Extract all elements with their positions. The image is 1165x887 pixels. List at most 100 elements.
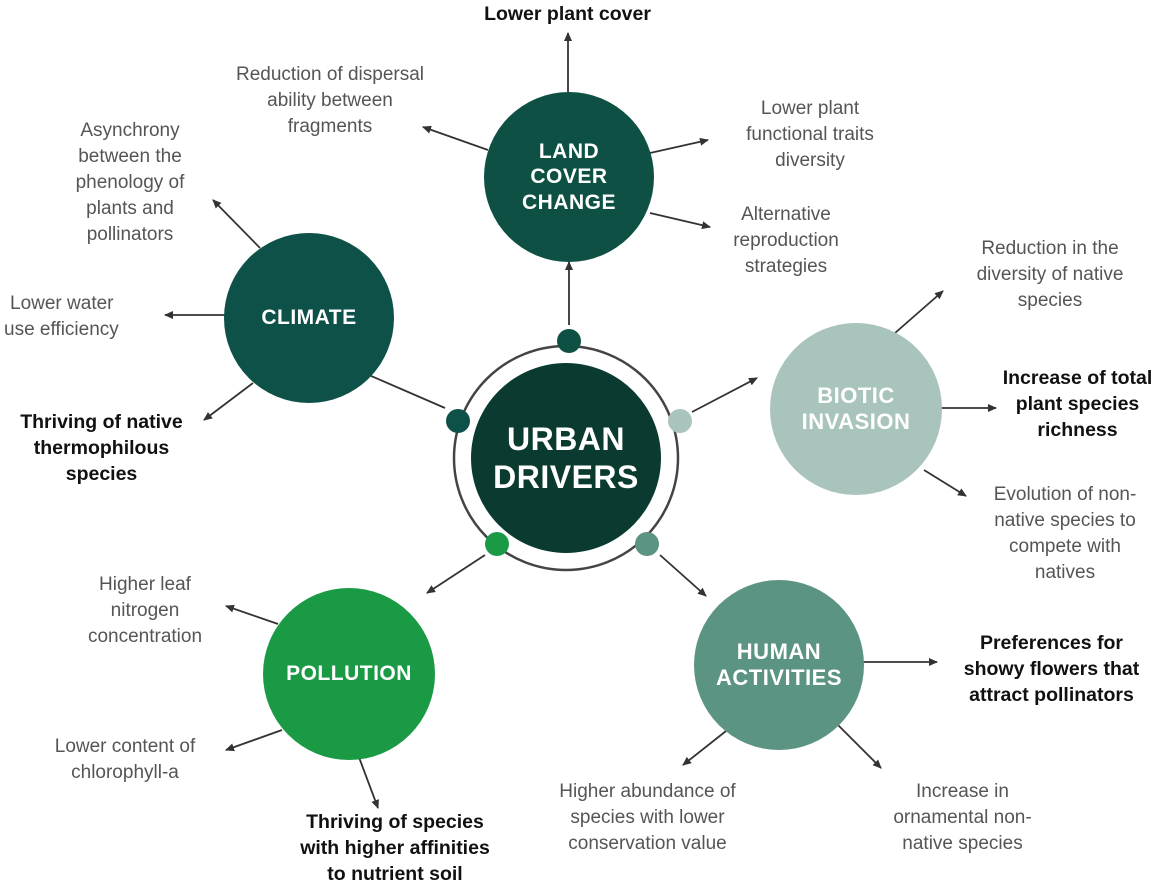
- dot-biotic: [668, 409, 692, 433]
- effect-line: Lower water: [10, 293, 114, 314]
- arrow-nutrient-soil: [356, 751, 379, 809]
- effect-leaf-nitrogen: Higher leaf nitrogen concentration: [65, 572, 225, 650]
- effect-functional-traits: Lower plant functional traits diversity: [720, 96, 900, 174]
- effect-line: Asynchrony: [80, 120, 180, 141]
- effect-line: native species to: [994, 510, 1136, 531]
- effect-text: Lower plant cover: [484, 3, 651, 25]
- effect-line: Reduction of dispersal: [236, 64, 424, 85]
- effect-line: reproduction: [733, 230, 839, 251]
- effect-line: richness: [1037, 419, 1118, 441]
- effect-nutrient-soil: Thriving of species with higher affiniti…: [280, 809, 510, 887]
- dot-climate: [446, 409, 470, 433]
- effect-line: Higher leaf: [99, 574, 191, 595]
- effect-line: Thriving of species: [306, 811, 484, 833]
- effect-line: species with lower: [570, 807, 725, 828]
- effect-line: use efficiency: [4, 319, 119, 340]
- land-cover-line1: LAND: [538, 140, 600, 164]
- effect-native-diversity: Reduction in the diversity of native spe…: [945, 236, 1155, 314]
- effect-line: plants and: [86, 198, 174, 219]
- effect-line: natives: [1034, 562, 1096, 583]
- effect-line: conservation value: [568, 833, 727, 854]
- effect-line: attract pollinators: [969, 684, 1134, 706]
- effect-line: Preferences for: [979, 632, 1124, 654]
- arrow-center-to-biotic: [691, 377, 758, 413]
- effect-line: Higher abundance of: [559, 781, 736, 802]
- biotic-line2: INVASION: [801, 409, 911, 434]
- effect-line: ornamental non-: [893, 807, 1032, 828]
- driver-pollution: POLLUTION: [263, 588, 435, 760]
- effect-evolution: Evolution of non- native species to comp…: [970, 482, 1160, 586]
- climate-label: CLIMATE: [261, 306, 357, 330]
- effect-line: Increase of total: [1002, 367, 1153, 389]
- arrow-center-to-pollution: [426, 554, 486, 594]
- effect-water-use: Lower water use efficiency: [4, 291, 164, 343]
- effect-conservation: Higher abundance of species with lower c…: [530, 779, 765, 857]
- arrow-leaf-nitrogen: [225, 604, 279, 625]
- dot-pollution: [485, 532, 509, 556]
- biotic-line1: BIOTIC: [817, 382, 895, 408]
- effect-line: Evolution of non-: [993, 484, 1137, 505]
- effect-line: phenology of: [75, 172, 185, 193]
- effect-ornamental: Increase in ornamental non- native speci…: [870, 779, 1055, 857]
- effect-line: fragments: [287, 116, 373, 137]
- land-cover-line3: CHANGE: [521, 190, 616, 214]
- effect-line: native species: [902, 833, 1023, 854]
- effect-line: between the: [78, 146, 182, 167]
- effect-lower-plant-cover: Lower plant cover: [460, 1, 675, 27]
- effect-line: species: [1017, 290, 1083, 311]
- arrow-evolution: [923, 469, 967, 497]
- effect-line: pollinators: [86, 224, 174, 245]
- effect-line: with higher affinities: [300, 837, 490, 859]
- effect-line: chlorophyll-a: [71, 762, 179, 783]
- center-title-line2: DRIVERS: [493, 459, 639, 495]
- effect-line: showy flowers that: [963, 658, 1140, 680]
- arrow-thermophilous: [203, 382, 254, 421]
- effect-line: Increase in: [916, 781, 1009, 802]
- effect-line: diversity: [775, 150, 845, 171]
- effect-line: to nutrient soil: [327, 863, 463, 885]
- driver-biotic-invasion: BIOTIC INVASION: [770, 323, 942, 495]
- driver-land-cover-change: LAND COVER CHANGE: [484, 92, 654, 262]
- effect-line: strategies: [744, 256, 828, 277]
- effect-line: nitrogen: [110, 600, 180, 621]
- effect-line: Lower content of: [54, 736, 196, 757]
- driver-human-activities: HUMAN ACTIVITIES: [694, 580, 864, 750]
- human-line2: ACTIVITIES: [715, 665, 842, 690]
- driver-climate: CLIMATE: [224, 233, 394, 403]
- effect-line: diversity of native: [976, 264, 1124, 285]
- effect-line: functional traits: [746, 124, 874, 145]
- effect-line: Reduction in the: [981, 238, 1119, 259]
- arrow-alt-reproduction: [649, 212, 711, 230]
- effect-line: plant species: [1015, 393, 1140, 415]
- dot-human: [635, 532, 659, 556]
- effect-line: compete with: [1009, 536, 1121, 557]
- effect-line: ability between: [267, 90, 393, 111]
- effect-line: Lower plant: [760, 98, 860, 119]
- dot-land-cover: [557, 329, 581, 353]
- land-cover-line2: COVER: [530, 165, 608, 189]
- effect-line: Alternative: [741, 204, 831, 225]
- arrow-ornamental: [832, 719, 882, 769]
- effect-showy-flowers: Preferences for showy flowers that attra…: [944, 630, 1159, 708]
- effect-line: species: [65, 463, 138, 485]
- effect-dispersal: Reduction of dispersal ability between f…: [205, 62, 455, 140]
- arrow-center-to-climate: [361, 371, 446, 409]
- arrow-functional-traits: [649, 137, 709, 154]
- effect-line: thermophilous: [33, 437, 170, 459]
- center-circle-urban-drivers: URBAN DRIVERS: [471, 363, 661, 553]
- effect-thermophilous: Thriving of native thermophilous species: [4, 409, 199, 487]
- arrow-asynchrony: [212, 199, 261, 249]
- effect-alt-reproduction: Alternative reproduction strategies: [706, 202, 866, 280]
- arrow-chlorophyll: [225, 729, 283, 752]
- effect-line: Thriving of native: [20, 411, 183, 433]
- center-title-line1: URBAN: [506, 420, 626, 457]
- effect-line: concentration: [87, 626, 203, 647]
- arrow-center-to-human: [659, 554, 707, 597]
- effect-chlorophyll: Lower content of chlorophyll-a: [30, 734, 220, 786]
- arrow-native-diversity: [894, 290, 944, 334]
- human-line1: HUMAN: [736, 638, 822, 664]
- pollution-label: POLLUTION: [286, 662, 412, 686]
- arrow-dispersal: [422, 125, 489, 151]
- effect-asynchrony: Asynchrony between the phenology of plan…: [50, 118, 210, 248]
